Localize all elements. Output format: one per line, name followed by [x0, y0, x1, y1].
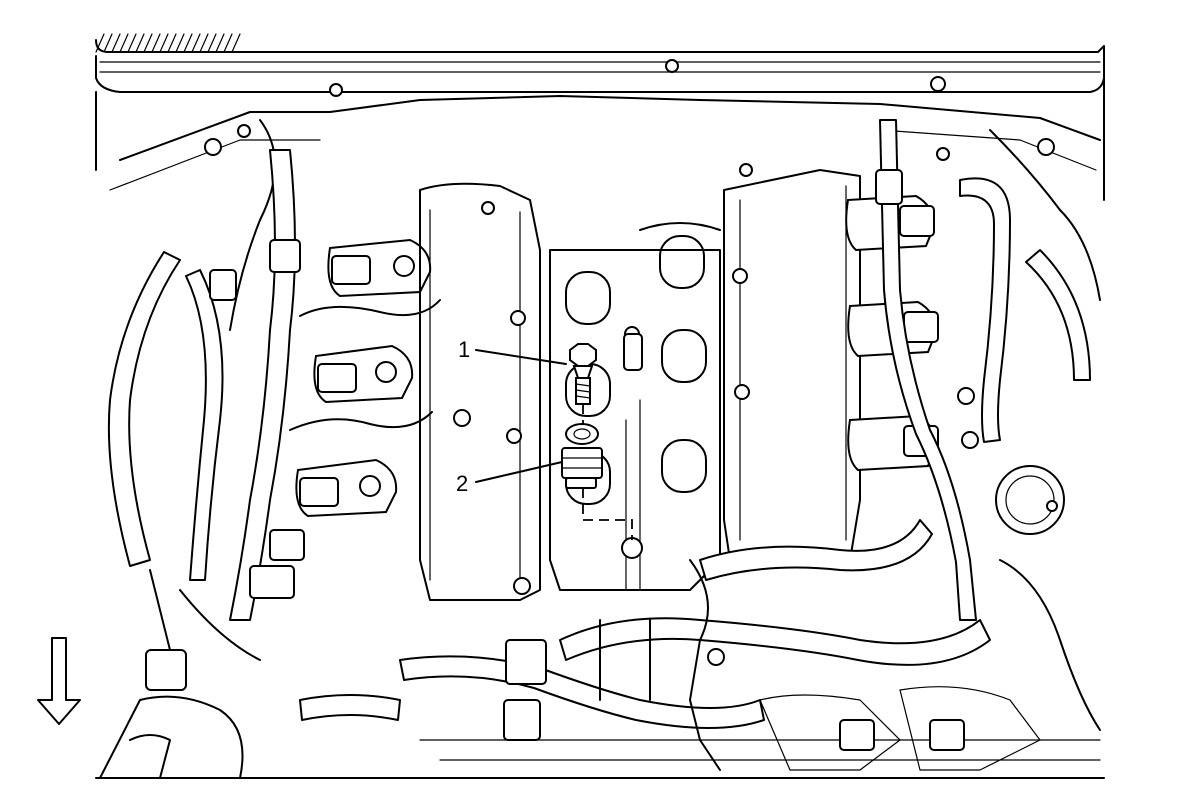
callout-leader-2 — [475, 461, 563, 483]
callout-leader-1 — [475, 349, 567, 365]
cowl-fastener — [329, 83, 343, 97]
installation-path — [582, 404, 633, 540]
bolt — [569, 343, 597, 405]
cowl-panel — [95, 33, 1105, 201]
connector — [503, 699, 541, 741]
cowl-hatch — [95, 33, 241, 53]
right-hoses — [875, 119, 1101, 731]
right-ignition-coils — [845, 194, 979, 472]
left-cylinder-head-cover — [419, 182, 541, 601]
cowl-fastener — [930, 76, 946, 92]
ignition-coil — [313, 344, 414, 404]
callout-number-1: 1 — [458, 337, 470, 362]
ignition-coil — [327, 238, 432, 298]
ignition-coil — [295, 458, 398, 518]
sensor — [561, 423, 603, 489]
connector — [209, 269, 237, 301]
left-wiring-harness — [107, 149, 305, 691]
down-arrow-icon — [37, 637, 81, 725]
connector — [145, 649, 187, 691]
connector — [249, 565, 295, 599]
connector — [269, 529, 305, 561]
firewall-components — [109, 95, 1101, 331]
front-components — [95, 686, 1105, 779]
left-ignition-coils — [289, 238, 441, 518]
right-cylinder-head-cover — [723, 163, 861, 561]
connector — [505, 639, 547, 685]
fluid-reservoir — [995, 465, 1065, 535]
cowl-fastener — [665, 59, 679, 73]
lower-hoses — [299, 519, 1101, 771]
intake-ports — [549, 222, 721, 591]
callout-number-2: 2 — [456, 471, 468, 496]
connector — [269, 239, 301, 273]
